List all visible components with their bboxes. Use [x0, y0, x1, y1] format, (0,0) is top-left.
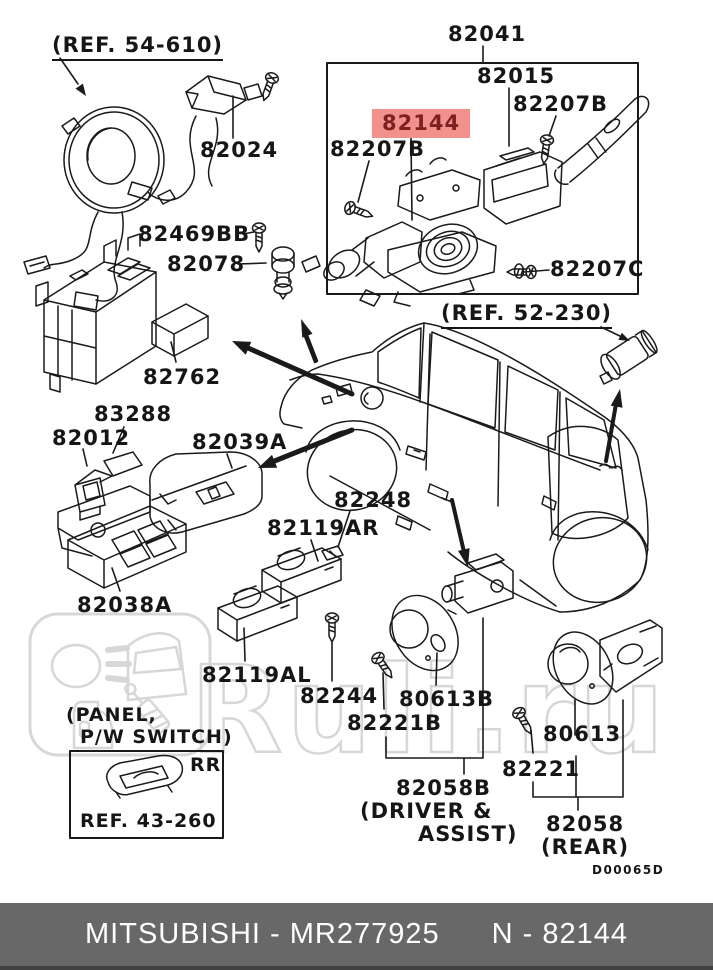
part-label-82078: 82078 — [167, 252, 246, 276]
diagram-code: D00065D — [592, 863, 665, 877]
part-label-80613: 80613 — [543, 722, 622, 746]
part-label-82207b-right: 82207B — [513, 92, 609, 116]
master-switch-82038a-drawing — [67, 505, 187, 589]
diagram-artwork: Ruli.ru — [23, 45, 666, 839]
part-label-82012: 82012 — [52, 426, 131, 450]
rr-label: RR — [190, 754, 222, 776]
part-label-82119ar: 82119AR — [267, 516, 380, 540]
part-label-82039a: 82039A — [192, 430, 288, 454]
part-label-82119al: 82119AL — [202, 663, 312, 687]
part-label-83288: 83288 — [94, 402, 173, 426]
part-label-82038a: 82038A — [77, 593, 173, 617]
part-label-82221b: 82221B — [347, 711, 443, 735]
switch-82012-drawing — [74, 469, 113, 521]
part-label-82144-highlighted: 82144 — [372, 109, 471, 139]
ref-label-43-260: REF. 43-260 — [80, 810, 217, 832]
part-label-82469bb: 82469BB — [138, 222, 251, 246]
screw-82244 — [324, 612, 340, 643]
part-label-82244: 82244 — [300, 684, 379, 708]
pad-83288-drawing — [103, 451, 143, 477]
part-label-82058-rear: (REAR) — [541, 835, 630, 859]
part-label-80613b: 80613B — [399, 687, 495, 711]
part-label-82058b-driver: (DRIVER & — [360, 799, 493, 823]
door-switch-80613-drawing — [547, 619, 663, 705]
column-switch-drawing — [301, 95, 650, 307]
switch-82024-drawing — [185, 70, 281, 115]
panel-note-line2: P/W SWITCH) — [80, 726, 233, 748]
watermark-logo — [28, 612, 212, 757]
part-label-82058: 82058 — [546, 812, 625, 836]
ref-label-52-230: (REF. 52-230) — [441, 302, 613, 330]
switch-82119al-drawing — [217, 585, 298, 642]
ref43-box — [69, 750, 224, 839]
clip-82248-drawing — [321, 545, 344, 561]
part-label-82024: 82024 — [200, 138, 279, 162]
sensor-82078-drawing — [271, 246, 295, 300]
bezel-82039a-drawing — [149, 451, 263, 534]
ref-label-54-610: (REF. 54-610) — [52, 34, 224, 62]
switch-82119ar-drawing — [261, 547, 342, 604]
footer-bar: MITSUBISHI - MR277925 N - 82144 — [0, 903, 713, 970]
part-label-82058b: 82058B — [396, 776, 492, 800]
panel-note-line1: (PANEL, — [66, 704, 157, 726]
screw-82469bb — [251, 222, 267, 253]
footer-brand-part: MITSUBISHI - MR277925 — [85, 918, 440, 950]
part-label-82221: 82221 — [502, 757, 581, 781]
ref43-bezel-drawing — [106, 754, 184, 799]
part-label-82248: 82248 — [334, 488, 413, 512]
leader-lines — [59, 45, 624, 811]
part-label-82207c: 82207C — [550, 257, 645, 281]
direction-arrows — [75, 83, 630, 567]
part-label-82058b-assist: ASSIST) — [418, 822, 518, 846]
socket-ref52-drawing — [599, 329, 658, 385]
junction-box-drawing — [35, 233, 157, 393]
part-label-82207b-left: 82207B — [330, 137, 426, 161]
part-label-82762: 82762 — [143, 365, 222, 389]
part-label-82015: 82015 — [477, 64, 556, 88]
clock-spring-drawing — [23, 106, 219, 311]
footer-ref-number: N - 82144 — [491, 918, 628, 950]
part-label-82041: 82041 — [448, 22, 527, 46]
door-switch-80613b-drawing — [389, 553, 514, 672]
car-drawing — [279, 322, 649, 615]
relay-82762-drawing — [151, 303, 209, 357]
